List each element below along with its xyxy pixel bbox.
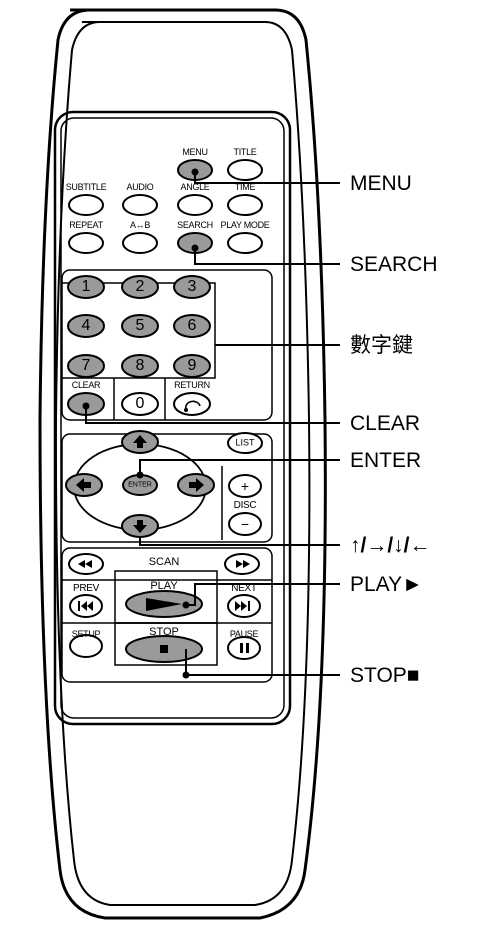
key-2[interactable] bbox=[121, 275, 159, 299]
pause-icon bbox=[240, 643, 249, 653]
key-5[interactable] bbox=[121, 314, 159, 338]
play-mode-button[interactable] bbox=[227, 232, 263, 254]
key-6-label: 6 bbox=[187, 317, 197, 334]
key-3-label: 3 bbox=[187, 278, 197, 295]
next-label: NEXT bbox=[231, 583, 257, 594]
key-8-label: 8 bbox=[135, 357, 145, 374]
return-label: RETURN bbox=[174, 380, 210, 390]
disc-label: DISC bbox=[233, 500, 257, 511]
transport-buttons bbox=[68, 553, 261, 663]
arrows-leader bbox=[139, 537, 340, 546]
subtitle-button[interactable] bbox=[68, 194, 104, 216]
audio-button[interactable] bbox=[122, 194, 158, 216]
angle-label: ANGLE bbox=[180, 182, 210, 192]
play-icon bbox=[146, 598, 182, 611]
key-1-label: 1 bbox=[81, 278, 91, 295]
callout-play: PLAY► bbox=[350, 573, 423, 596]
key-3[interactable] bbox=[173, 275, 211, 299]
key-7[interactable] bbox=[67, 354, 105, 378]
callout-clear: CLEAR bbox=[350, 412, 421, 435]
prev-label: PREV bbox=[72, 583, 100, 594]
key-8[interactable] bbox=[121, 354, 159, 378]
stop-icon bbox=[160, 645, 168, 653]
audio-label: AUDIO bbox=[126, 182, 154, 192]
disc-plus-label: + bbox=[240, 478, 250, 494]
stop-label: STOP bbox=[149, 626, 179, 638]
key-9[interactable] bbox=[173, 354, 211, 378]
a-b-button[interactable] bbox=[122, 232, 158, 254]
function-buttons bbox=[68, 159, 263, 254]
key-6[interactable] bbox=[173, 314, 211, 338]
callout-menu: MENU bbox=[350, 172, 412, 195]
enter-label: ENTER bbox=[128, 481, 152, 489]
play-label: PLAY bbox=[150, 580, 178, 592]
time-button[interactable] bbox=[227, 194, 263, 216]
play-leader bbox=[186, 583, 340, 606]
search-label: SEARCH bbox=[177, 220, 213, 230]
setup-label: SETUP bbox=[71, 629, 101, 639]
prev-icon bbox=[78, 601, 93, 611]
callout-search: SEARCH bbox=[350, 253, 438, 276]
callout-number-keys: 數字鍵 bbox=[350, 334, 413, 357]
up-arrow-icon bbox=[133, 435, 147, 448]
number-keys bbox=[67, 275, 211, 416]
repeat-label: REPEAT bbox=[69, 220, 103, 230]
down-arrow-icon bbox=[133, 520, 147, 533]
key-9-label: 9 bbox=[187, 357, 197, 374]
list-label: LIST bbox=[235, 437, 255, 448]
key-2-label: 2 bbox=[135, 278, 145, 295]
disc-plus-button[interactable] bbox=[228, 474, 262, 498]
repeat-button[interactable] bbox=[68, 232, 104, 254]
key-0[interactable] bbox=[121, 392, 159, 416]
pause-label: PAUSE bbox=[229, 629, 259, 639]
clear-label: CLEAR bbox=[71, 380, 101, 390]
menu-leader bbox=[194, 172, 340, 184]
scan-forward-icon bbox=[236, 560, 250, 568]
clear-leader bbox=[85, 406, 340, 424]
key-4-label: 4 bbox=[81, 317, 91, 334]
disc-minus-label: − bbox=[240, 516, 250, 532]
search-leader bbox=[194, 248, 340, 265]
key-0-label: 0 bbox=[135, 395, 145, 412]
a-b-label: A↔B bbox=[129, 220, 151, 230]
setup-button[interactable] bbox=[69, 634, 103, 658]
stop-leader bbox=[185, 649, 340, 676]
play-mode-label: PLAY MODE bbox=[220, 220, 270, 230]
key-4[interactable] bbox=[67, 314, 105, 338]
key-5-label: 5 bbox=[135, 317, 145, 334]
return-icon bbox=[184, 400, 201, 410]
next-icon bbox=[235, 601, 250, 611]
leader-lines bbox=[82, 168, 340, 679]
angle-button[interactable] bbox=[177, 194, 213, 216]
scan-label: SCAN bbox=[148, 556, 180, 568]
menu-label: MENU bbox=[182, 147, 208, 157]
time-label: TIME bbox=[234, 182, 256, 192]
title-label: TITLE bbox=[233, 147, 257, 157]
disc-minus-button[interactable] bbox=[228, 512, 262, 536]
callout-arrows: ↑/→/↓/← bbox=[350, 534, 431, 557]
key-7-label: 7 bbox=[81, 357, 91, 374]
right-arrow-icon bbox=[189, 478, 204, 492]
return-button[interactable] bbox=[173, 392, 211, 416]
callout-stop: STOP■ bbox=[350, 664, 420, 687]
key-1[interactable] bbox=[67, 275, 105, 299]
list-button[interactable] bbox=[227, 432, 263, 454]
subtitle-label: SUBTITLE bbox=[65, 182, 107, 192]
scan-back-icon bbox=[78, 560, 92, 568]
title-button[interactable] bbox=[227, 159, 263, 181]
callout-enter: ENTER bbox=[350, 449, 422, 472]
enter-leader bbox=[139, 459, 340, 475]
left-arrow-icon bbox=[76, 478, 91, 492]
pause-button[interactable] bbox=[227, 636, 261, 660]
